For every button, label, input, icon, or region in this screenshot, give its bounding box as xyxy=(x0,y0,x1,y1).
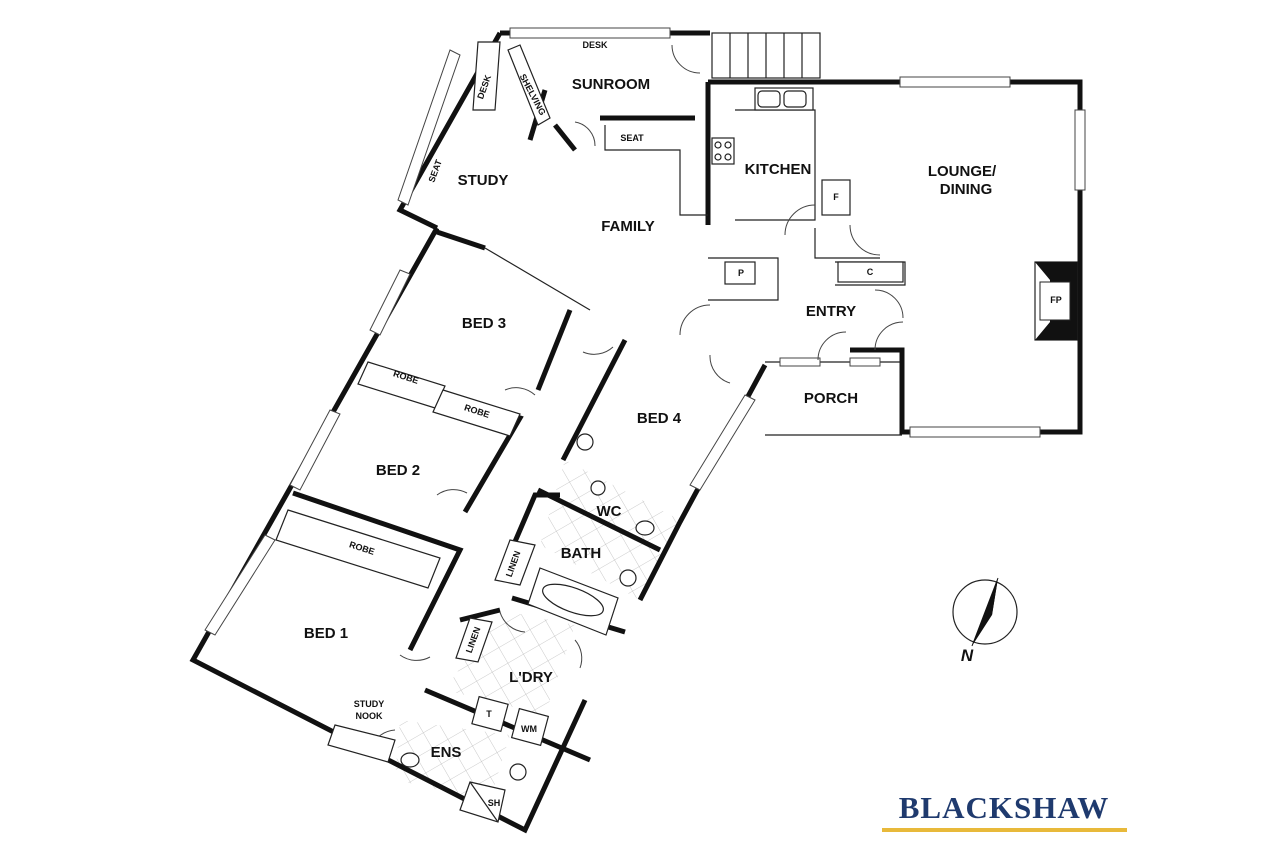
room-label-lounge-2: DINING xyxy=(940,181,993,198)
label-study-nook-1: STUDY xyxy=(354,699,385,709)
room-label-bed4: BED 4 xyxy=(637,410,682,427)
room-label-bath: BATH xyxy=(561,545,602,562)
doors xyxy=(369,44,904,751)
label-desk-top: DESK xyxy=(582,40,608,50)
brand-underline xyxy=(882,828,1127,832)
room-label-bed1: BED 1 xyxy=(304,625,348,642)
room-label-study: STUDY xyxy=(458,172,509,189)
room-label-porch: PORCH xyxy=(804,390,858,407)
room-label-wc: WC xyxy=(597,503,622,520)
label-fireplace: FP xyxy=(1050,295,1062,305)
room-label-ensuite: ENS xyxy=(431,744,462,761)
compass-needle-light xyxy=(971,577,999,647)
label-study-nook-2: NOOK xyxy=(356,711,384,721)
room-label-family: FAMILY xyxy=(601,218,655,235)
compass-north-label: N xyxy=(961,646,974,665)
label-washing-machine: WM xyxy=(521,724,537,734)
windows xyxy=(204,27,1086,636)
room-label-sunroom: SUNROOM xyxy=(572,76,650,93)
room-label-bed2: BED 2 xyxy=(376,462,420,479)
room-label-lounge-1: LOUNGE/ xyxy=(928,163,997,180)
compass: N xyxy=(952,577,1018,665)
label-pantry: P xyxy=(738,268,744,278)
fixture-labels: DESK DESK SHELVING SEAT SEAT F P C FP RO… xyxy=(348,40,1062,808)
room-labels: SUNROOM STUDY FAMILY KITCHEN LOUNGE/ DIN… xyxy=(304,76,997,761)
room-label-entry: ENTRY xyxy=(806,303,856,320)
fixtures xyxy=(275,41,1078,823)
label-cupboard: C xyxy=(867,267,874,277)
brand-logo: BLACKSHAW xyxy=(898,790,1110,825)
label-fridge: F xyxy=(833,192,839,202)
label-shower: SH xyxy=(488,798,501,808)
label-seat-family: SEAT xyxy=(620,133,644,143)
room-label-bed3: BED 3 xyxy=(462,315,506,332)
stairs xyxy=(711,32,821,79)
room-label-laundry: L'DRY xyxy=(509,669,553,686)
tiled-wet-areas xyxy=(395,460,680,800)
label-tub: T xyxy=(486,709,492,719)
room-label-kitchen: KITCHEN xyxy=(745,161,812,178)
